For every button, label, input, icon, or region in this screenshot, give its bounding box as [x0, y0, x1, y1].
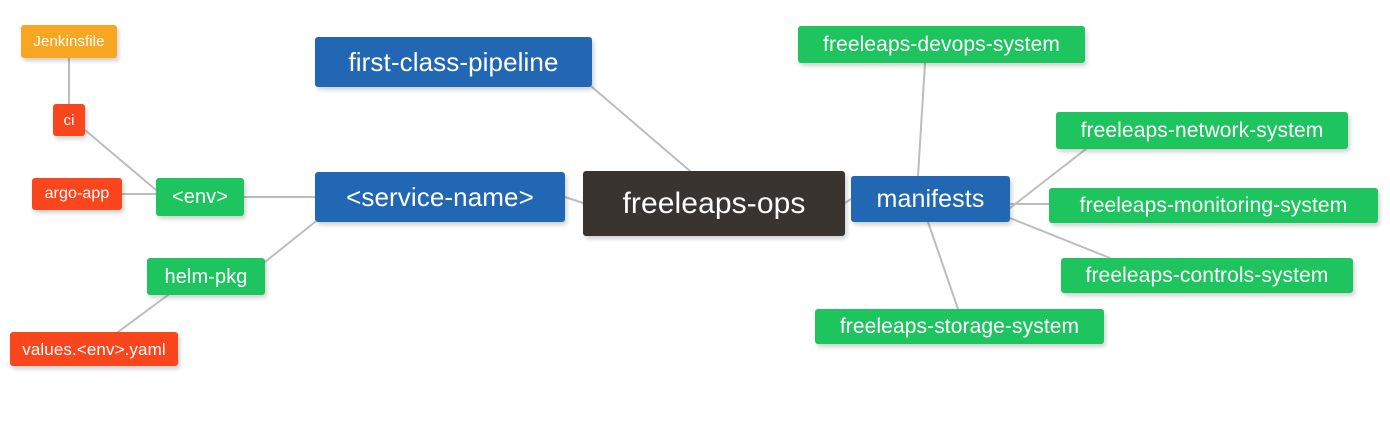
- mindmap-node-values[interactable]: values.<env>.yaml: [10, 332, 178, 366]
- mindmap-node-monitoring[interactable]: freeleaps-monitoring-system: [1049, 188, 1378, 223]
- mindmap-node-helm[interactable]: helm-pkg: [147, 258, 265, 295]
- mindmap-node-ci[interactable]: ci: [53, 104, 85, 136]
- mindmap-node-storage[interactable]: freeleaps-storage-system: [815, 309, 1104, 344]
- mindmap-node-controls[interactable]: freeleaps-controls-system: [1061, 258, 1353, 293]
- mindmap-node-manifests[interactable]: manifests: [851, 176, 1010, 222]
- mindmap-node-pipeline[interactable]: first-class-pipeline: [315, 37, 592, 87]
- edge-helm-to-values: [117, 294, 169, 333]
- mindmap-node-devops[interactable]: freeleaps-devops-system: [798, 26, 1085, 63]
- edge-manifests-to-devops: [917, 62, 926, 177]
- mindmap-node-network[interactable]: freeleaps-network-system: [1056, 112, 1348, 149]
- mindmap-node-jenkins[interactable]: Jenkinsfile: [21, 25, 117, 58]
- mindmap-node-argo[interactable]: argo-app: [32, 178, 122, 210]
- mindmap-node-root[interactable]: freeleaps-ops: [583, 171, 845, 236]
- edge-manifests-to-controls: [1009, 217, 1111, 259]
- edge-service-to-helm: [264, 221, 316, 263]
- mindmap-node-service[interactable]: <service-name>: [315, 172, 565, 222]
- edge-root-to-service: [564, 196, 584, 204]
- edge-root-to-pipeline: [591, 86, 691, 172]
- edge-manifests-to-storage: [927, 221, 959, 310]
- mindmap-node-env[interactable]: <env>: [156, 178, 244, 216]
